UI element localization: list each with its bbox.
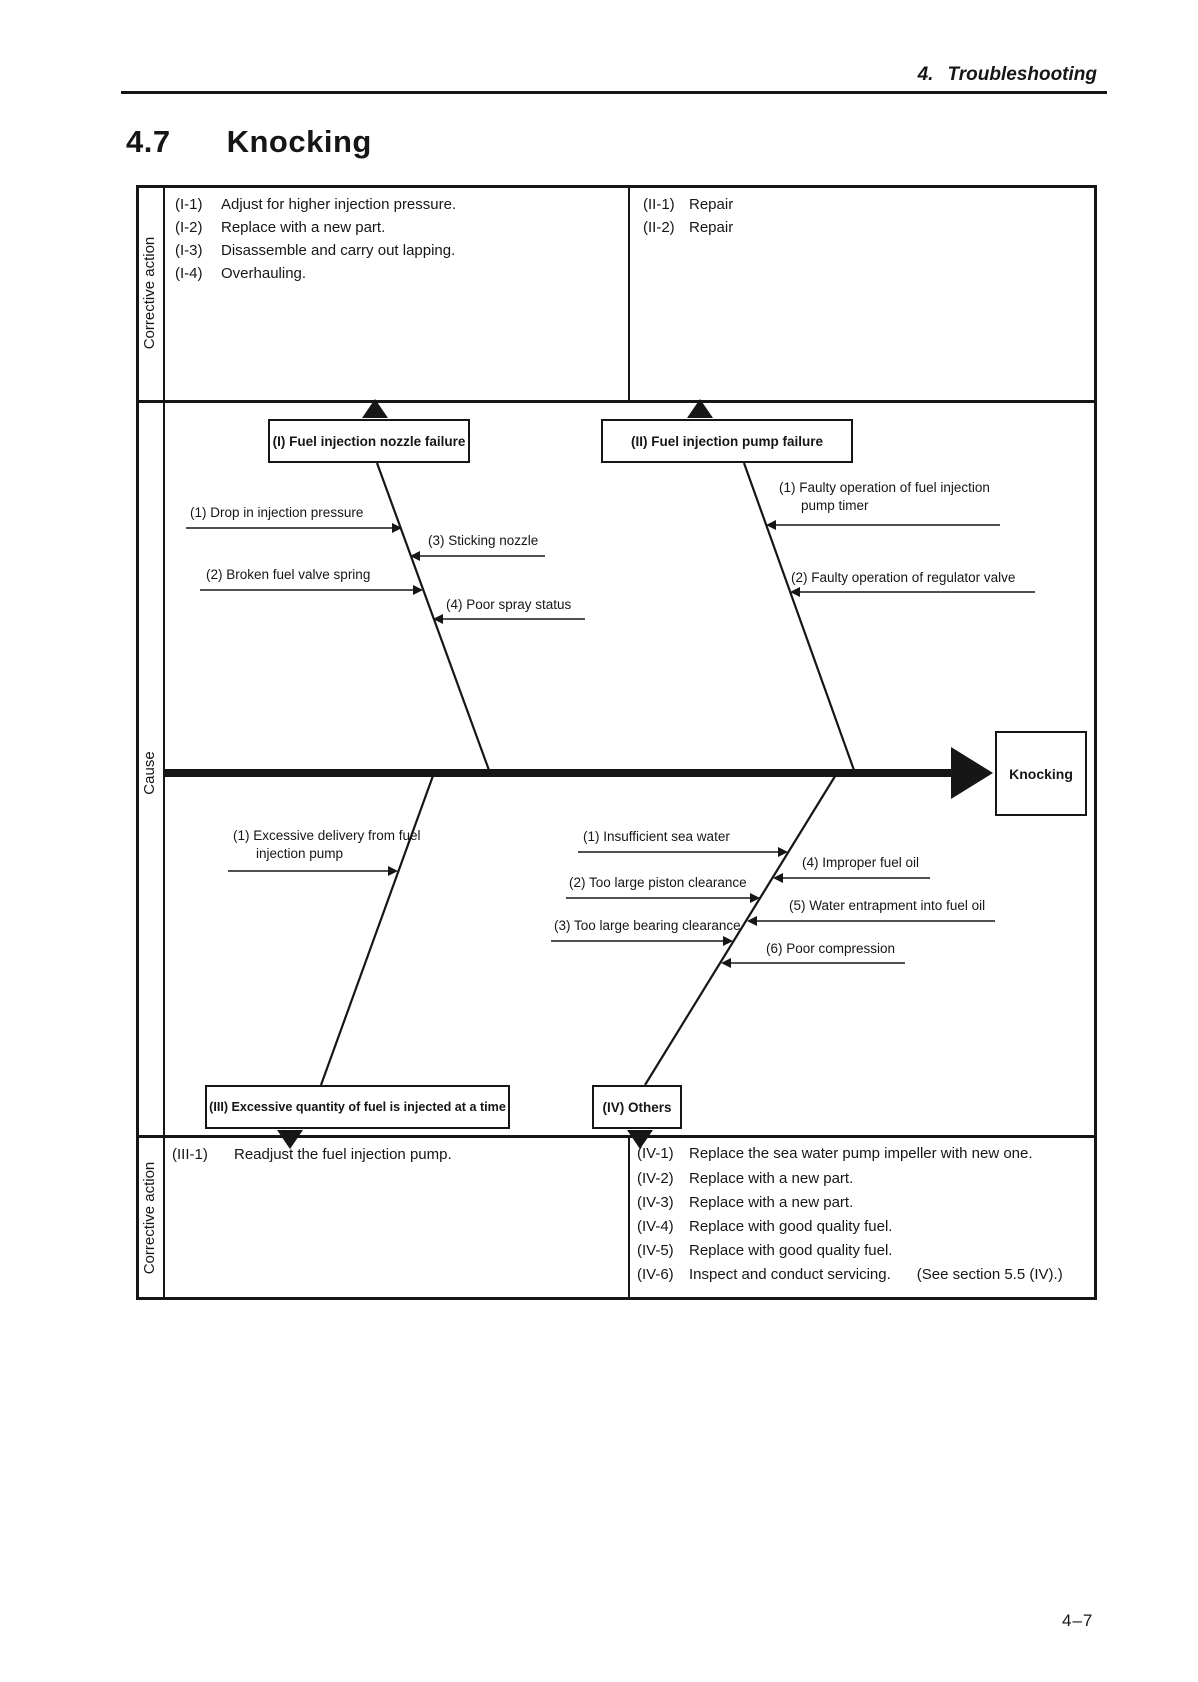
corrective-item: (I-4) Overhauling. bbox=[175, 265, 306, 282]
item-text: Adjust for higher injection pressure. bbox=[221, 196, 457, 213]
corrective-item: (IV-3) Replace with a new part. bbox=[637, 1194, 853, 1211]
row-label-corrective-bottom: Corrective action bbox=[141, 1161, 158, 1275]
cause-label: (2) Faulty operation of regulator valve bbox=[791, 570, 1016, 585]
page-header: 4. Troubleshooting bbox=[918, 64, 1097, 86]
section-title: 4.7 Knocking bbox=[126, 124, 372, 160]
item-text: Replace with a new part. bbox=[689, 1170, 854, 1187]
cause-label: (3) Too large bearing clearance bbox=[554, 918, 741, 933]
cause-label: (1) Insufficient sea water bbox=[583, 829, 730, 844]
item-text: Replace with good quality fuel. bbox=[689, 1218, 893, 1235]
item-note: (See section 5.5 (IV).) bbox=[916, 1266, 1063, 1283]
item-text: Replace with good quality fuel. bbox=[689, 1242, 893, 1259]
cause-label: (1) Drop in injection pressure bbox=[190, 505, 364, 520]
corrective-item: (II-1) Repair bbox=[643, 196, 733, 213]
cause-label: (1) Faulty operation of fuel injection bbox=[779, 480, 990, 495]
corrective-item: (II-2) Repair bbox=[643, 219, 733, 236]
corrective-item: (IV-6) Inspect and conduct servicing. (S… bbox=[637, 1266, 1063, 1283]
item-id: (IV-1) bbox=[637, 1145, 674, 1162]
diagram-table-border bbox=[136, 185, 1097, 1300]
column-divider-bottom bbox=[628, 1135, 630, 1300]
item-id: (II-2) bbox=[643, 219, 675, 236]
cause-label: (4) Improper fuel oil bbox=[802, 855, 920, 870]
corrective-item: (IV-2) Replace with a new part. bbox=[637, 1170, 853, 1187]
cause-label: pump timer bbox=[801, 498, 869, 513]
item-text: Replace with a new part. bbox=[689, 1194, 854, 1211]
effect-box: Knocking bbox=[995, 731, 1087, 816]
page-number: 4–7 bbox=[1062, 1611, 1094, 1630]
section-number: 4.7 bbox=[126, 124, 171, 159]
item-id: (IV-6) bbox=[637, 1266, 674, 1283]
branch-box-II: (II) Fuel injection pump failure bbox=[601, 419, 853, 463]
row-divider-bottom bbox=[136, 1135, 1097, 1138]
corrective-item: (IV-1) Replace the sea water pump impell… bbox=[637, 1145, 1033, 1162]
corrective-item: (I-3) Disassemble and carry out lapping. bbox=[175, 242, 455, 259]
cause-label: (1) Excessive delivery from fuel bbox=[233, 828, 421, 843]
item-text: Disassemble and carry out lapping. bbox=[221, 242, 456, 259]
corrective-item: (IV-5) Replace with good quality fuel. bbox=[637, 1242, 892, 1259]
item-text: Replace with a new part. bbox=[221, 219, 386, 236]
corrective-item: (III-1) Readjust the fuel injection pump… bbox=[172, 1146, 452, 1163]
cause-label: (4) Poor spray status bbox=[446, 597, 572, 612]
row-label-corrective-top: Corrective action bbox=[141, 236, 158, 350]
header-rule bbox=[121, 91, 1107, 94]
item-text: Repair bbox=[689, 196, 734, 213]
chapter-title: Troubleshooting bbox=[947, 64, 1097, 85]
item-id: (I-4) bbox=[175, 265, 203, 282]
item-text: Overhauling. bbox=[221, 265, 307, 282]
corrective-item: (I-2) Replace with a new part. bbox=[175, 219, 385, 236]
item-id: (I-1) bbox=[175, 196, 203, 213]
column-divider-top bbox=[628, 185, 630, 403]
cause-label: (2) Broken fuel valve spring bbox=[206, 567, 371, 582]
row-label-cause: Cause bbox=[141, 751, 158, 795]
corrective-item: (IV-4) Replace with good quality fuel. bbox=[637, 1218, 892, 1235]
item-id: (III-1) bbox=[172, 1146, 208, 1163]
item-text: Repair bbox=[689, 219, 734, 236]
section-name: Knocking bbox=[226, 124, 372, 159]
item-text: Replace the sea water pump impeller with… bbox=[689, 1145, 1033, 1162]
cause-label: (6) Poor compression bbox=[766, 941, 896, 956]
item-id: (I-3) bbox=[175, 242, 203, 259]
branch-box-IV: (IV) Others bbox=[592, 1085, 682, 1129]
item-id: (IV-5) bbox=[637, 1242, 674, 1259]
chapter-number: 4. bbox=[917, 64, 934, 85]
corrective-item: (I-1) Adjust for higher injection pressu… bbox=[175, 196, 456, 213]
cause-label: (2) Too large piston clearance bbox=[569, 875, 747, 890]
row-divider-top bbox=[136, 400, 1097, 403]
branch-box-III: (III) Excessive quantity of fuel is inje… bbox=[205, 1085, 510, 1129]
label-column-divider bbox=[163, 185, 165, 1300]
item-id: (IV-3) bbox=[637, 1194, 674, 1211]
branch-box-I: (I) Fuel injection nozzle failure bbox=[268, 419, 470, 463]
cause-label: (3) Sticking nozzle bbox=[428, 533, 539, 548]
item-id: (II-1) bbox=[643, 196, 675, 213]
cause-label: injection pump bbox=[256, 846, 344, 861]
item-id: (IV-2) bbox=[637, 1170, 674, 1187]
item-id: (I-2) bbox=[175, 219, 203, 236]
item-text: Inspect and conduct servicing. bbox=[689, 1266, 891, 1283]
item-text: Readjust the fuel injection pump. bbox=[234, 1146, 452, 1163]
cause-label: (5) Water entrapment into fuel oil bbox=[789, 898, 986, 913]
item-id: (IV-4) bbox=[637, 1218, 674, 1235]
